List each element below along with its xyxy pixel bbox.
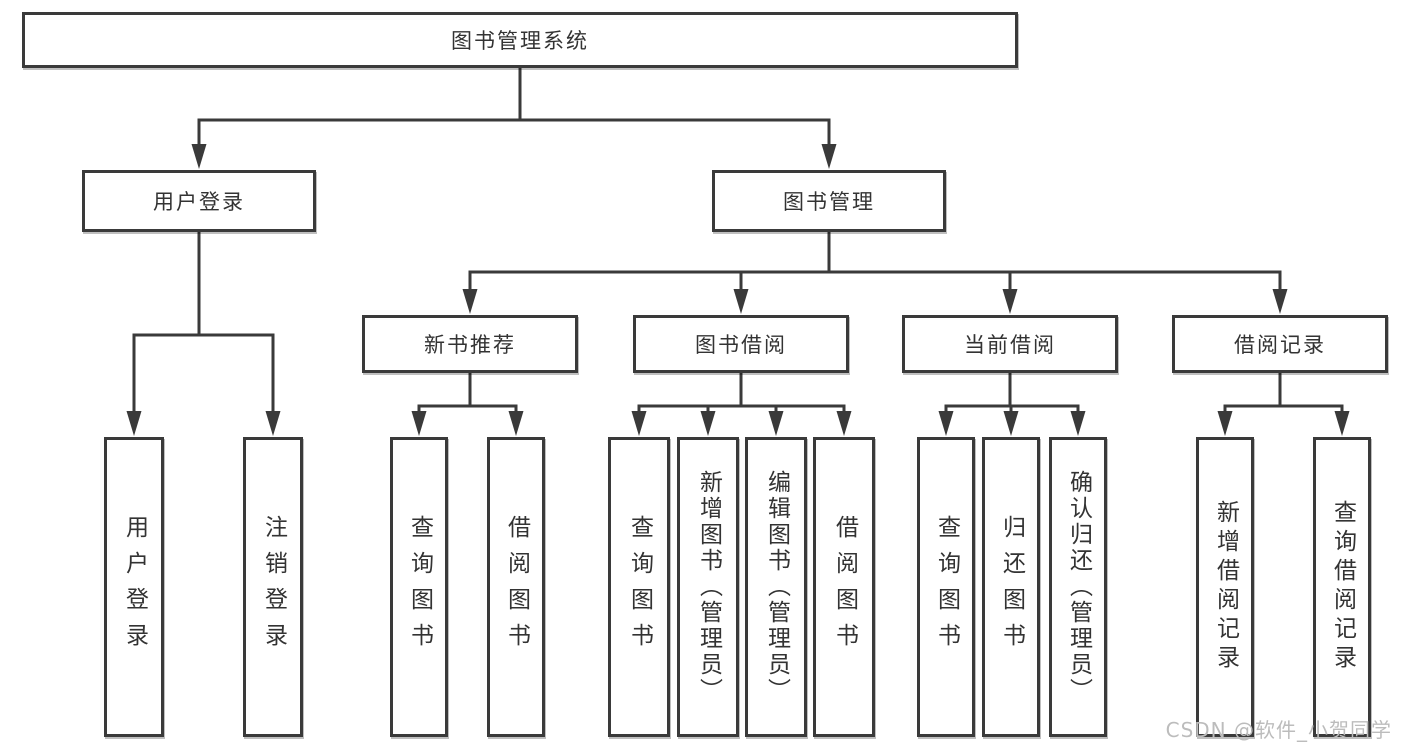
node-leaf-user-login: 用户登录 <box>104 437 164 737</box>
node-leaf-add-borrow-record: 新增借阅记录 <box>1196 437 1254 737</box>
node-book-management: 图书管理 <box>712 170 946 232</box>
leaf-label: 编辑图书（管理员） <box>763 470 790 704</box>
node-leaf-borrow-books-1: 借阅图书 <box>487 437 545 737</box>
node-leaf-borrow-books-2: 借阅图书 <box>813 437 875 737</box>
spine-root <box>197 68 831 122</box>
node-leaf-add-books-admin: 新增图书（管理员） <box>677 437 739 737</box>
leaf-label: 查询图书 <box>933 515 960 659</box>
node-book-borrowing: 图书借阅 <box>633 315 849 373</box>
spine-borrowing-records <box>1223 373 1344 408</box>
leaf-label: 新增图书（管理员） <box>695 470 722 704</box>
node-current-borrowing: 当前借阅 <box>902 315 1118 373</box>
leaf-label: 借阅图书 <box>503 515 530 659</box>
spine-book-borrowing <box>637 373 846 408</box>
leaf-label: 查询借阅记录 <box>1329 500 1356 674</box>
spine-current-borrowing <box>944 373 1080 408</box>
spine-book-management <box>468 232 1282 274</box>
leaf-label: 借阅图书 <box>831 515 858 659</box>
node-new-book-recommend: 新书推荐 <box>362 315 578 373</box>
node-leaf-return-books: 归还图书 <box>982 437 1040 737</box>
leaf-label: 新增借阅记录 <box>1212 500 1239 674</box>
leaf-label: 确认归还（管理员） <box>1065 470 1092 704</box>
connector-arrows <box>126 120 1350 436</box>
leaf-label: 用户登录 <box>121 515 148 659</box>
csdn-watermark: CSDN @软件_小贺同学 <box>1165 718 1392 742</box>
spine-new-book-recommend <box>417 373 518 408</box>
node-leaf-query-books-1: 查询图书 <box>390 437 448 737</box>
node-leaf-confirm-return-admin: 确认归还（管理员） <box>1049 437 1107 737</box>
leaf-label: 查询图书 <box>626 515 653 659</box>
node-leaf-query-books-3: 查询图书 <box>917 437 975 737</box>
connector-spines <box>132 68 1344 408</box>
leaf-label: 查询图书 <box>406 515 433 659</box>
node-leaf-query-borrow-record: 查询借阅记录 <box>1313 437 1371 737</box>
leaf-label: 归还图书 <box>998 515 1025 659</box>
spine-user-login <box>132 232 275 337</box>
node-borrowing-records: 借阅记录 <box>1172 315 1388 373</box>
leaf-label: 注销登录 <box>260 515 287 659</box>
node-leaf-logout: 注销登录 <box>243 437 303 737</box>
node-user-login: 用户登录 <box>82 170 316 232</box>
node-leaf-query-books-2: 查询图书 <box>608 437 670 737</box>
node-root: 图书管理系统 <box>22 12 1018 68</box>
node-leaf-edit-books-admin: 编辑图书（管理员） <box>745 437 807 737</box>
